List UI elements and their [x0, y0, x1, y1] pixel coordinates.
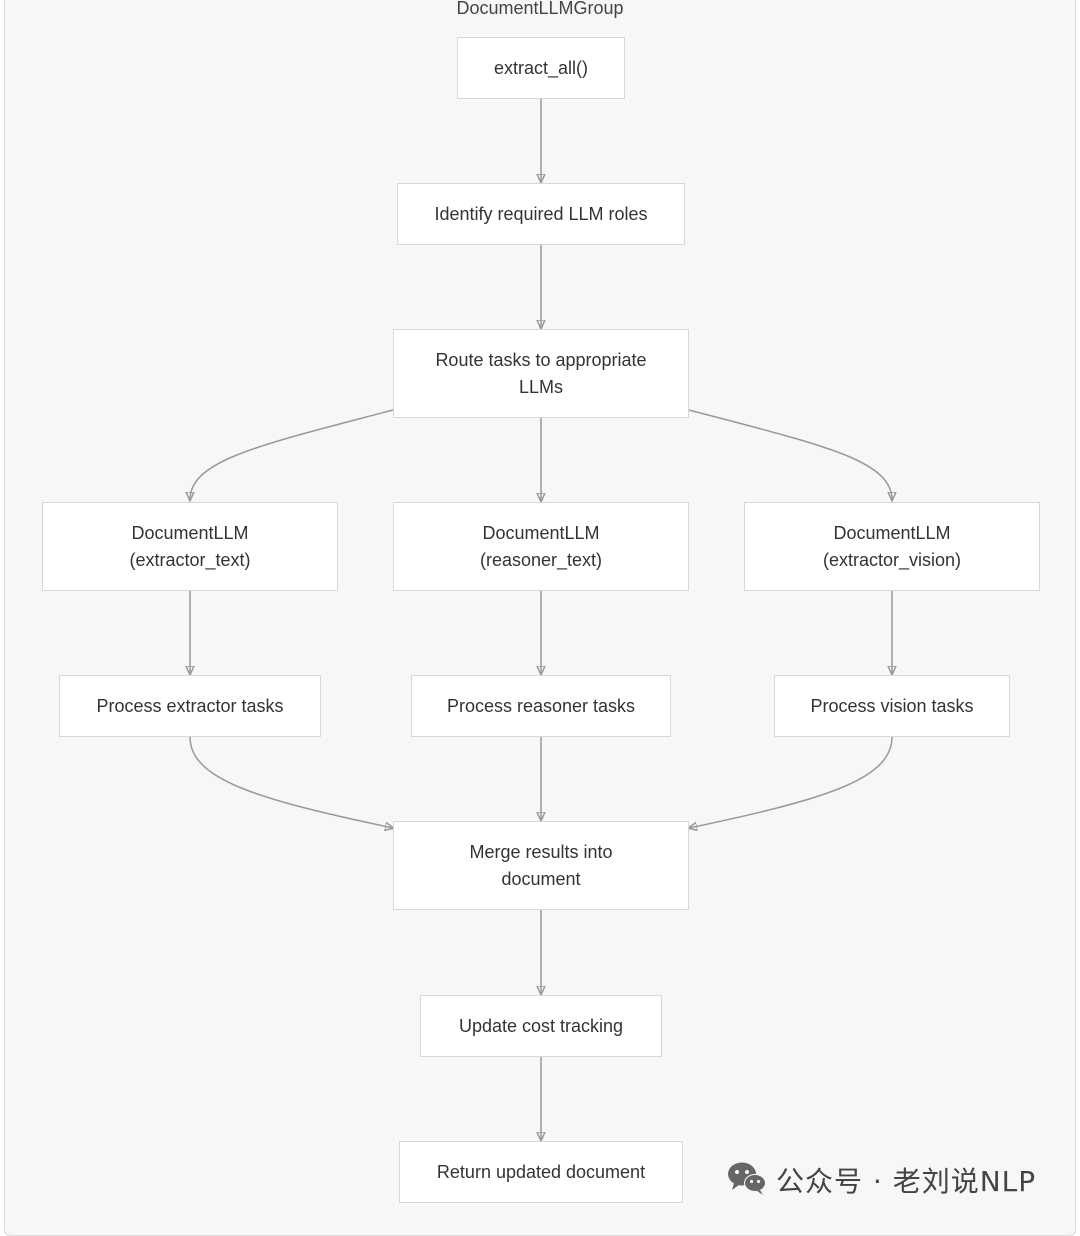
node-llm-reasoner-text: DocumentLLM (reasoner_text) — [393, 502, 689, 591]
node-process-reasoner: Process reasoner tasks — [411, 675, 671, 737]
node-route-tasks: Route tasks to appropriate LLMs — [393, 329, 689, 418]
watermark-text: 公众号 · 老刘说NLP — [776, 1165, 1037, 1198]
node-process-extractor: Process extractor tasks — [59, 675, 321, 737]
node-process-vision: Process vision tasks — [774, 675, 1010, 737]
node-llm-extractor-vision: DocumentLLM (extractor_vision) — [744, 502, 1040, 591]
node-extract-all: extract_all() — [457, 37, 625, 99]
watermark: 公众号 · 老刘说NLP — [726, 1160, 1036, 1200]
node-llm-extractor-text: DocumentLLM (extractor_text) — [42, 502, 338, 591]
edge-route-to-extractor-text — [190, 409, 394, 500]
edge-route-to-extractor-vision — [688, 409, 892, 500]
group-title: DocumentLLMGroup — [456, 0, 624, 18]
edge-process-vision-to-merge — [689, 736, 893, 828]
node-identify-roles: Identify required LLM roles — [397, 183, 685, 245]
node-update-cost: Update cost tracking — [420, 995, 662, 1057]
node-merge-results: Merge results into document — [393, 821, 689, 910]
edge-process-extractor-to-merge — [189, 736, 393, 828]
node-return-document: Return updated document — [399, 1141, 683, 1203]
wechat-icon — [726, 1160, 768, 1201]
